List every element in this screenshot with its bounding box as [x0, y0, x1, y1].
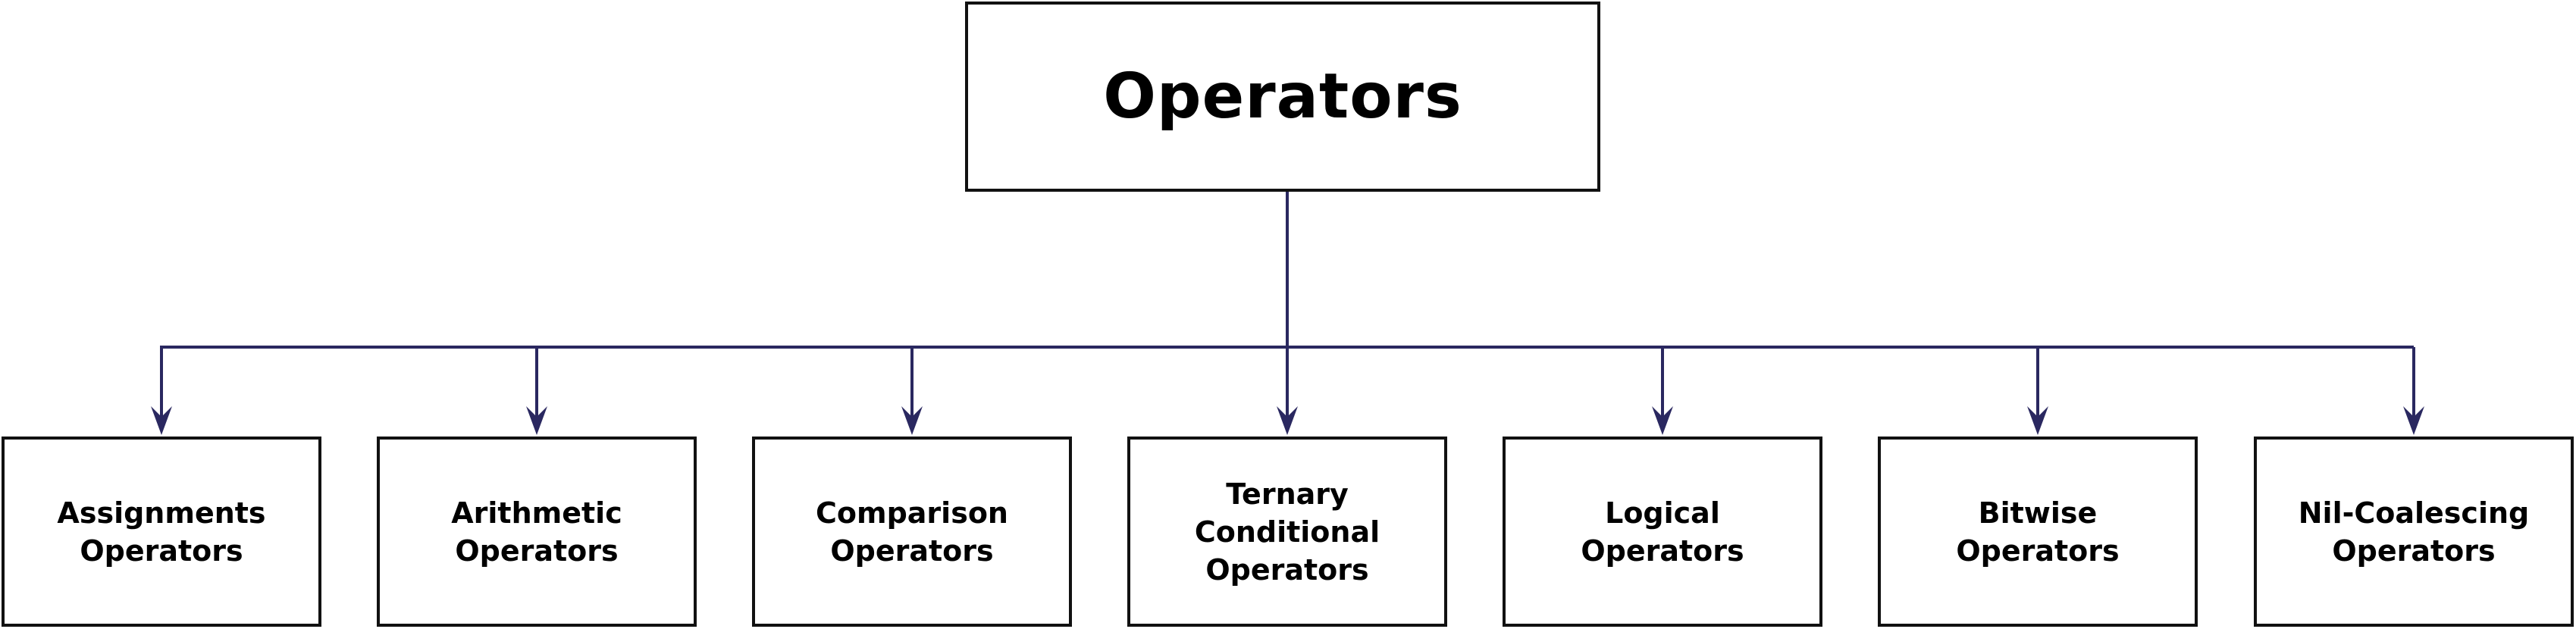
root-node-label: Operators — [1103, 61, 1462, 133]
child-node-assignments: Assignments Operators — [2, 437, 321, 627]
branch-group — [151, 347, 2424, 435]
child-node-label: Bitwise Operators — [1956, 496, 2120, 568]
child-node-label: Arithmetic Operators — [451, 496, 622, 568]
root-node-operators: Operators — [965, 2, 1600, 192]
arrow-down-icon — [1277, 406, 1298, 435]
child-node-label: Logical Operators — [1581, 496, 1744, 568]
child-node-arithmetic: Arithmetic Operators — [377, 437, 697, 627]
child-node-ternary-conditional: Ternary Conditional Operators — [1127, 437, 1447, 627]
arrow-down-icon — [2027, 406, 2048, 435]
child-node-label: Nil-Coalescing Operators — [2298, 496, 2530, 568]
arrow-down-icon — [526, 406, 547, 435]
child-node-label: Comparison Operators — [816, 496, 1008, 568]
child-node-bitwise: Bitwise Operators — [1878, 437, 2198, 627]
arrow-down-icon — [2403, 406, 2424, 435]
child-node-nil-coalescing: Nil-Coalescing Operators — [2254, 437, 2574, 627]
arrow-down-icon — [901, 406, 923, 435]
child-node-label: Ternary Conditional Operators — [1194, 477, 1380, 587]
child-node-logical: Logical Operators — [1503, 437, 1822, 627]
arrow-down-icon — [1652, 406, 1673, 435]
arrow-down-icon — [151, 406, 172, 435]
child-node-label: Assignments Operators — [57, 496, 266, 568]
child-node-comparison: Comparison Operators — [752, 437, 1072, 627]
